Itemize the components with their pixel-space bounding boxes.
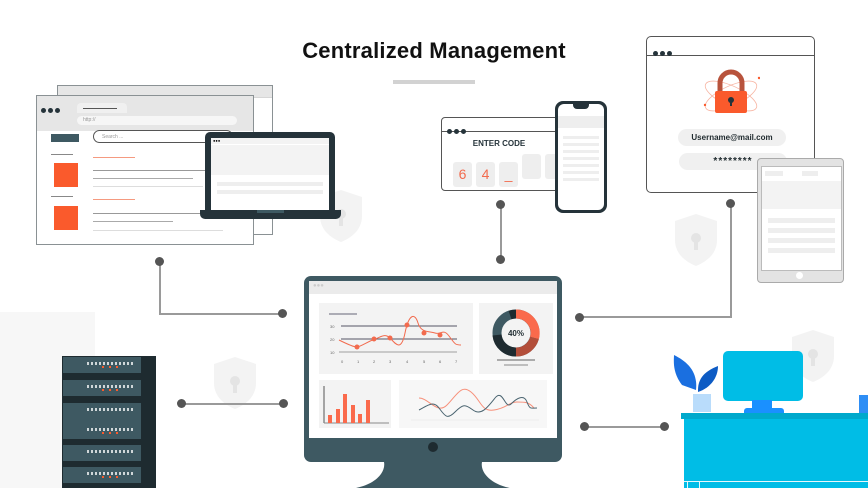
url-bar[interactable]: http:// <box>77 116 237 125</box>
shield-keyhole-icon <box>214 357 256 409</box>
desk-monitor-stand <box>752 400 772 410</box>
connector-node <box>660 422 669 431</box>
connector-node <box>580 422 589 431</box>
logo-block <box>51 134 79 142</box>
code-digit[interactable]: _ <box>499 162 518 187</box>
page-title: Centralized Management <box>302 38 566 63</box>
connector-line <box>500 205 502 260</box>
connector-node <box>278 309 287 318</box>
connector-line <box>580 316 732 318</box>
browser-window: http:// Search ... <box>36 95 254 245</box>
laptop-base <box>200 210 341 219</box>
smartphone <box>555 101 607 213</box>
connector-line <box>585 426 665 428</box>
svg-text:30: 30 <box>330 324 335 329</box>
code-digit[interactable] <box>522 154 541 179</box>
connector-node <box>155 257 164 266</box>
donut-chart-panel: 40% <box>479 303 553 374</box>
plant-icon <box>673 355 718 412</box>
connector-node <box>726 199 735 208</box>
desk-item <box>859 395 868 413</box>
connector-line <box>159 313 283 315</box>
desk-monitor <box>723 351 803 401</box>
monitor-power-dot <box>428 442 438 452</box>
connector-node <box>575 313 584 322</box>
donut-label: 40% <box>507 329 524 338</box>
desk-body <box>684 419 868 488</box>
svg-text:2: 2 <box>373 359 376 364</box>
tablet <box>757 158 844 283</box>
thumbnail-image <box>54 163 78 187</box>
code-heading: ENTER CODE <box>472 139 526 148</box>
connector-node <box>279 399 288 408</box>
line-chart-panel: 30 20 10 0 1 2 3 4 5 6 7 <box>319 303 473 374</box>
svg-text:5: 5 <box>423 359 426 364</box>
svg-text:10: 10 <box>330 350 335 355</box>
wave-chart-panel <box>399 380 547 428</box>
svg-text:7: 7 <box>455 359 458 364</box>
username-field[interactable]: Username@mail.com <box>678 129 786 146</box>
home-button <box>796 272 803 279</box>
connector-node <box>177 399 186 408</box>
connector-node <box>496 200 505 209</box>
desk-top <box>681 413 868 419</box>
title-underline <box>393 80 475 84</box>
connector-line <box>159 262 161 314</box>
thumbnail-image <box>54 206 78 230</box>
svg-text:1: 1 <box>357 359 360 364</box>
shield-keyhole-icon <box>675 214 717 266</box>
connector-line <box>730 203 732 318</box>
code-digit[interactable]: 6 <box>453 162 472 187</box>
server-rack-icon <box>62 356 156 488</box>
monitor-stand <box>356 462 510 488</box>
svg-text:20: 20 <box>330 337 335 342</box>
svg-text:4: 4 <box>406 359 409 364</box>
connector-node <box>496 255 505 264</box>
browser-chrome: http:// <box>37 96 253 131</box>
bar-chart-panel <box>319 380 391 428</box>
laptop: ●●● <box>205 132 335 212</box>
svg-text:3: 3 <box>389 359 392 364</box>
phone-notch <box>573 104 589 109</box>
code-digit[interactable]: 4 <box>476 162 495 187</box>
connector-line <box>182 403 284 405</box>
padlock-icon <box>703 69 760 113</box>
svg-text:6: 6 <box>439 359 442 364</box>
svg-text:0: 0 <box>341 359 344 364</box>
